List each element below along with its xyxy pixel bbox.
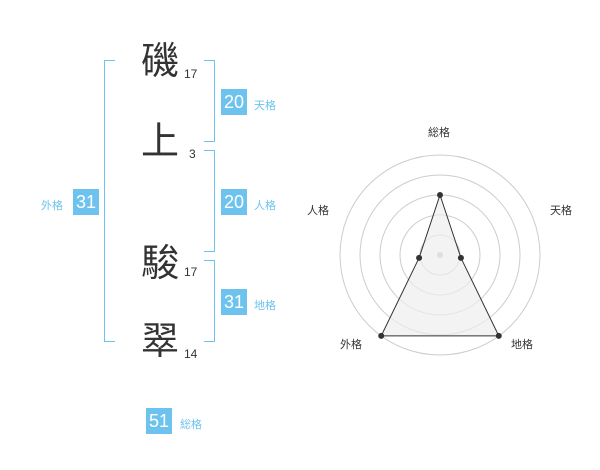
jinkaku-badge: 20 [221,189,247,215]
tenkaku-badge: 20 [221,89,247,115]
name-char-1: 磯 [141,39,180,83]
radar-point [378,332,385,339]
chikaku-label: 地格 [254,299,276,312]
radar-polygon [380,193,500,337]
jinkaku-label: 人格 [254,199,276,212]
radar-point [437,192,443,198]
gaikaku-label: 外格 [41,199,63,212]
name-char-2: 上 [141,119,180,163]
gaikaku-badge: 31 [73,189,99,215]
chikaku-bracket [204,260,215,342]
radar-point [457,254,464,261]
soukaku-label: 総格 [180,418,202,431]
axis-label-gaikaku: 外格 [340,338,362,351]
axis-label-soukaku: 総格 [428,126,450,139]
radar-ring [339,154,541,356]
axis-label-tenkaku: 天格 [550,204,572,217]
radar-point [495,332,502,339]
soukaku-badge: 51 [146,408,172,434]
gaikaku-bracket [104,60,115,342]
jinkaku-bracket [204,150,215,252]
stroke-count-2: 3 [189,147,196,161]
stroke-count-1: 17 [184,67,198,81]
radar-point [416,254,423,261]
name-char-3: 駿 [141,241,180,285]
axis-label-chikaku: 地格 [511,338,533,351]
axis-label-jinkaku: 人格 [307,204,329,217]
tenkaku-label: 天格 [254,99,276,112]
name-char-4: 翠 [141,319,180,363]
chikaku-badge: 31 [221,289,247,315]
stroke-count-3: 17 [184,265,198,279]
stroke-count-4: 14 [184,347,198,361]
tenkaku-bracket [204,60,215,142]
